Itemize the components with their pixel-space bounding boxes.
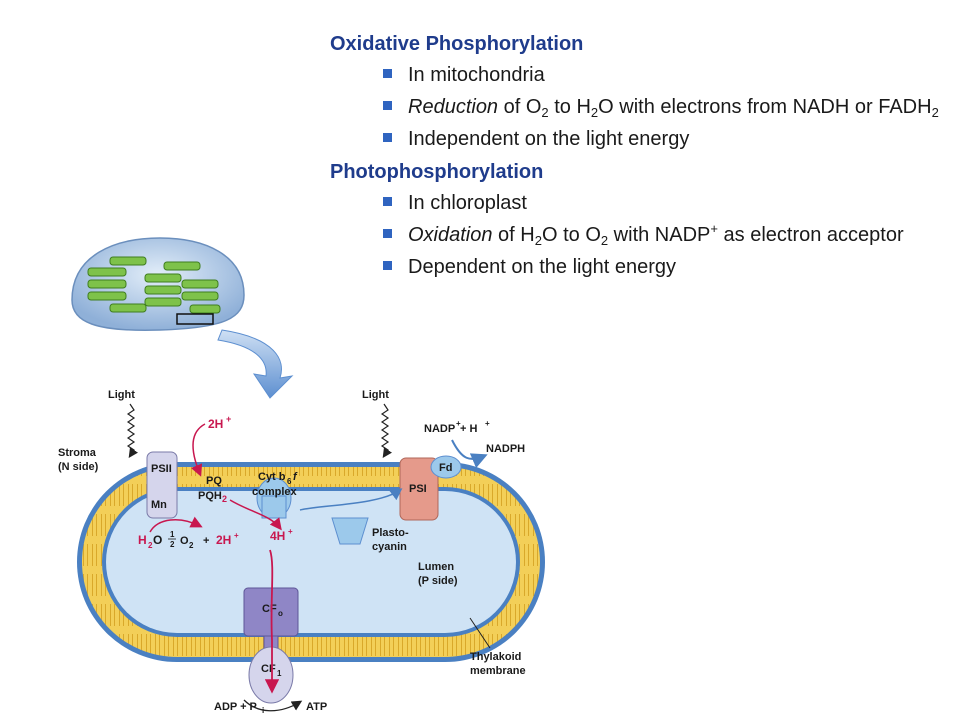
- svg-text:NADPH: NADPH: [486, 443, 525, 455]
- svg-text:O: O: [153, 533, 162, 547]
- svg-text:ATP: ATP: [306, 701, 327, 713]
- atp-synthesis: ADP + P i ATP: [214, 699, 327, 715]
- plastocyanin: Plasto- cyanin: [299, 488, 409, 553]
- svg-text:2: 2: [148, 541, 153, 550]
- svg-text:f: f: [293, 471, 298, 483]
- svg-text:PSII: PSII: [151, 463, 172, 475]
- svg-text:PQ: PQ: [206, 475, 222, 487]
- svg-text:2: 2: [170, 540, 175, 549]
- bullet-item: Reduction of O2 to H2O with electrons fr…: [330, 96, 950, 119]
- svg-text:+: +: [226, 414, 231, 424]
- svg-text:CF: CF: [261, 663, 276, 675]
- svg-text:Plasto-: Plasto-: [372, 527, 409, 539]
- proton-input-label: 2H +: [191, 414, 231, 477]
- svg-text:o: o: [278, 609, 283, 618]
- lumen-space: [106, 491, 516, 633]
- svg-text:6: 6: [287, 477, 292, 486]
- bullet-item: Dependent on the light energy: [330, 256, 950, 278]
- bullet-item: Oxidation of H2O to O2 with NADP+ as ele…: [330, 222, 950, 247]
- section-heading-oxidative: Oxidative Phosphorylation: [330, 33, 584, 55]
- svg-text:2: 2: [189, 541, 194, 550]
- cyt-b6f-complex: Cyt b 6 f complex: [252, 471, 298, 519]
- plastoquinone-pool: PQ PQH 2: [198, 475, 227, 504]
- svg-text:2H: 2H: [208, 417, 223, 431]
- zoom-box: [176, 313, 214, 325]
- svg-text:Cyt b: Cyt b: [258, 471, 286, 483]
- proton-lumen-label: 4H +: [229, 499, 293, 543]
- svg-text:+ H: + H: [460, 423, 477, 435]
- square-bullet-icon: [383, 229, 392, 238]
- svg-text:Light: Light: [362, 389, 389, 401]
- svg-text:H: H: [138, 533, 147, 547]
- svg-text:ADP + P: ADP + P: [214, 701, 257, 713]
- n-side-label: (N side): [58, 461, 99, 473]
- svg-text:cyanin: cyanin: [372, 541, 407, 553]
- thylakoid-membrane-label: Thylakoid membrane: [469, 617, 526, 677]
- svg-text:PSI: PSI: [409, 483, 427, 495]
- svg-text:1: 1: [170, 530, 175, 539]
- square-bullet-icon: [383, 69, 392, 78]
- svg-text:CF: CF: [262, 603, 277, 615]
- water-splitting: H 2 O 1 2 O 2 + 2H +: [138, 516, 239, 550]
- svg-text:Fd: Fd: [439, 462, 452, 474]
- text-panel: Oxidative Phosphorylation In mitochondri…: [330, 32, 950, 288]
- psii-complex: PSII Mn: [146, 451, 178, 519]
- lumen-label: Lumen: [418, 561, 454, 573]
- svg-text:+: +: [456, 419, 461, 428]
- light-arrow-left-icon: Light: [108, 389, 138, 458]
- svg-text:+: +: [485, 419, 490, 428]
- svg-text:Light: Light: [108, 389, 135, 401]
- square-bullet-icon: [383, 133, 392, 142]
- zoom-arrow-icon: [217, 329, 294, 399]
- svg-text:2H: 2H: [216, 533, 231, 547]
- svg-text:Thylakoid: Thylakoid: [470, 651, 521, 663]
- square-bullet-icon: [383, 101, 392, 110]
- chloroplast-icon: [71, 237, 245, 331]
- ferredoxin: Fd: [430, 455, 462, 479]
- svg-text:membrane: membrane: [470, 665, 526, 677]
- bullet-item: In chloroplast: [330, 192, 950, 214]
- bullet-list-oxidative: In mitochondria Reduction of O2 to H2O w…: [330, 64, 950, 150]
- svg-text:O: O: [180, 535, 189, 547]
- square-bullet-icon: [383, 197, 392, 206]
- bullet-list-photo: In chloroplast Oxidation of H2O to O2 wi…: [330, 192, 950, 278]
- light-arrow-right-icon: Light: [362, 389, 392, 458]
- svg-text:Mn: Mn: [151, 499, 167, 511]
- svg-text:PQH: PQH: [198, 490, 222, 502]
- atp-synthase: CF o CF 1: [243, 549, 299, 704]
- svg-text:4H: 4H: [270, 529, 285, 543]
- svg-text:2: 2: [222, 494, 227, 504]
- square-bullet-icon: [383, 261, 392, 270]
- svg-text:+: +: [288, 527, 293, 536]
- svg-text:+: +: [203, 535, 209, 547]
- svg-text:1: 1: [277, 669, 282, 678]
- stroma-label: Stroma: [58, 447, 97, 459]
- nadp-reduction: NADP + + H + NADPH: [424, 419, 525, 469]
- bullet-item: In mitochondria: [330, 64, 950, 86]
- section-heading-photo: Photophosphorylation: [330, 161, 544, 183]
- svg-text:+: +: [234, 531, 239, 540]
- bullet-item: Independent on the light energy: [330, 128, 950, 150]
- p-side-label: (P side): [418, 575, 458, 587]
- svg-text:complex: complex: [252, 486, 298, 498]
- psi-complex: PSI: [399, 457, 439, 521]
- svg-text:NADP: NADP: [424, 423, 455, 435]
